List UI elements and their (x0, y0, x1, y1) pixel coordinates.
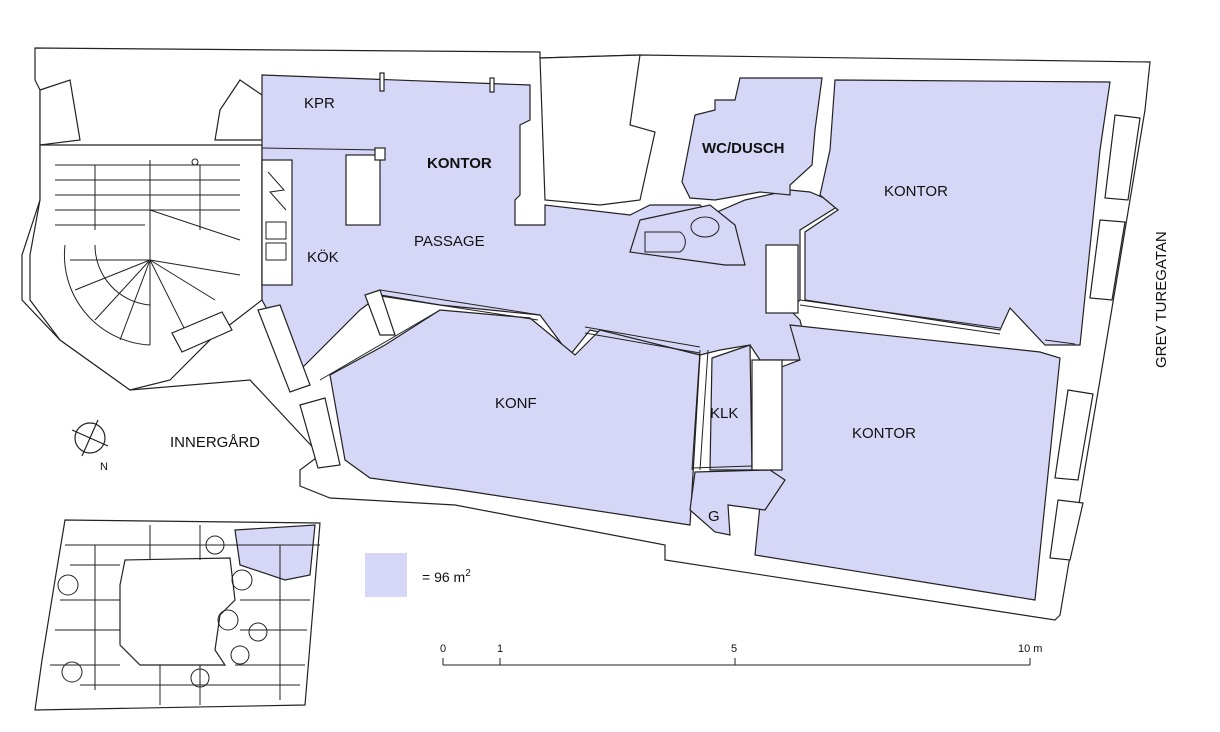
scale-bar: 0 1 5 10 m (440, 643, 1042, 666)
label-kontor-ne: KONTOR (884, 183, 948, 200)
label-kontor-se: KONTOR (852, 425, 916, 442)
rooms (261, 74, 1111, 601)
windows (257, 114, 1141, 561)
label-kpr: KPR (304, 95, 335, 112)
legend-area-text: = 96 m2 (422, 568, 471, 585)
label-passage: PASSAGE (414, 233, 485, 250)
label-innergard: INNERGÅRD (170, 434, 260, 451)
room-kontor-se (754, 324, 1061, 601)
legend-swatch (365, 553, 407, 597)
compass-icon: N (71, 419, 109, 473)
scale-tick-10: 10 m (1018, 643, 1042, 655)
compass-north-label: N (100, 461, 108, 473)
area-legend: = 96 m2 (365, 553, 471, 597)
stairwell (29, 79, 263, 391)
label-kontor-main: KONTOR (427, 155, 492, 172)
label-klk: KLK (710, 405, 738, 422)
key-plan (34, 519, 321, 711)
room-g (689, 469, 786, 536)
label-wc-dusch: WC/DUSCH (702, 140, 785, 157)
label-street: GREV TUREGATAN (1153, 231, 1170, 368)
label-kok: KÖK (307, 248, 339, 266)
label-konf: KONF (495, 395, 537, 412)
scale-tick-1: 1 (497, 643, 503, 655)
label-g: G (708, 508, 720, 525)
scale-tick-5: 5 (731, 643, 737, 655)
scale-tick-0: 0 (440, 643, 446, 655)
room-labels: KPR KONTOR WC/DUSCH KONTOR KÖK PASSAGE K… (304, 95, 948, 525)
room-wc-dusch (681, 77, 823, 201)
interior-walls (319, 54, 1076, 471)
room-kontor-ne (804, 79, 1111, 346)
